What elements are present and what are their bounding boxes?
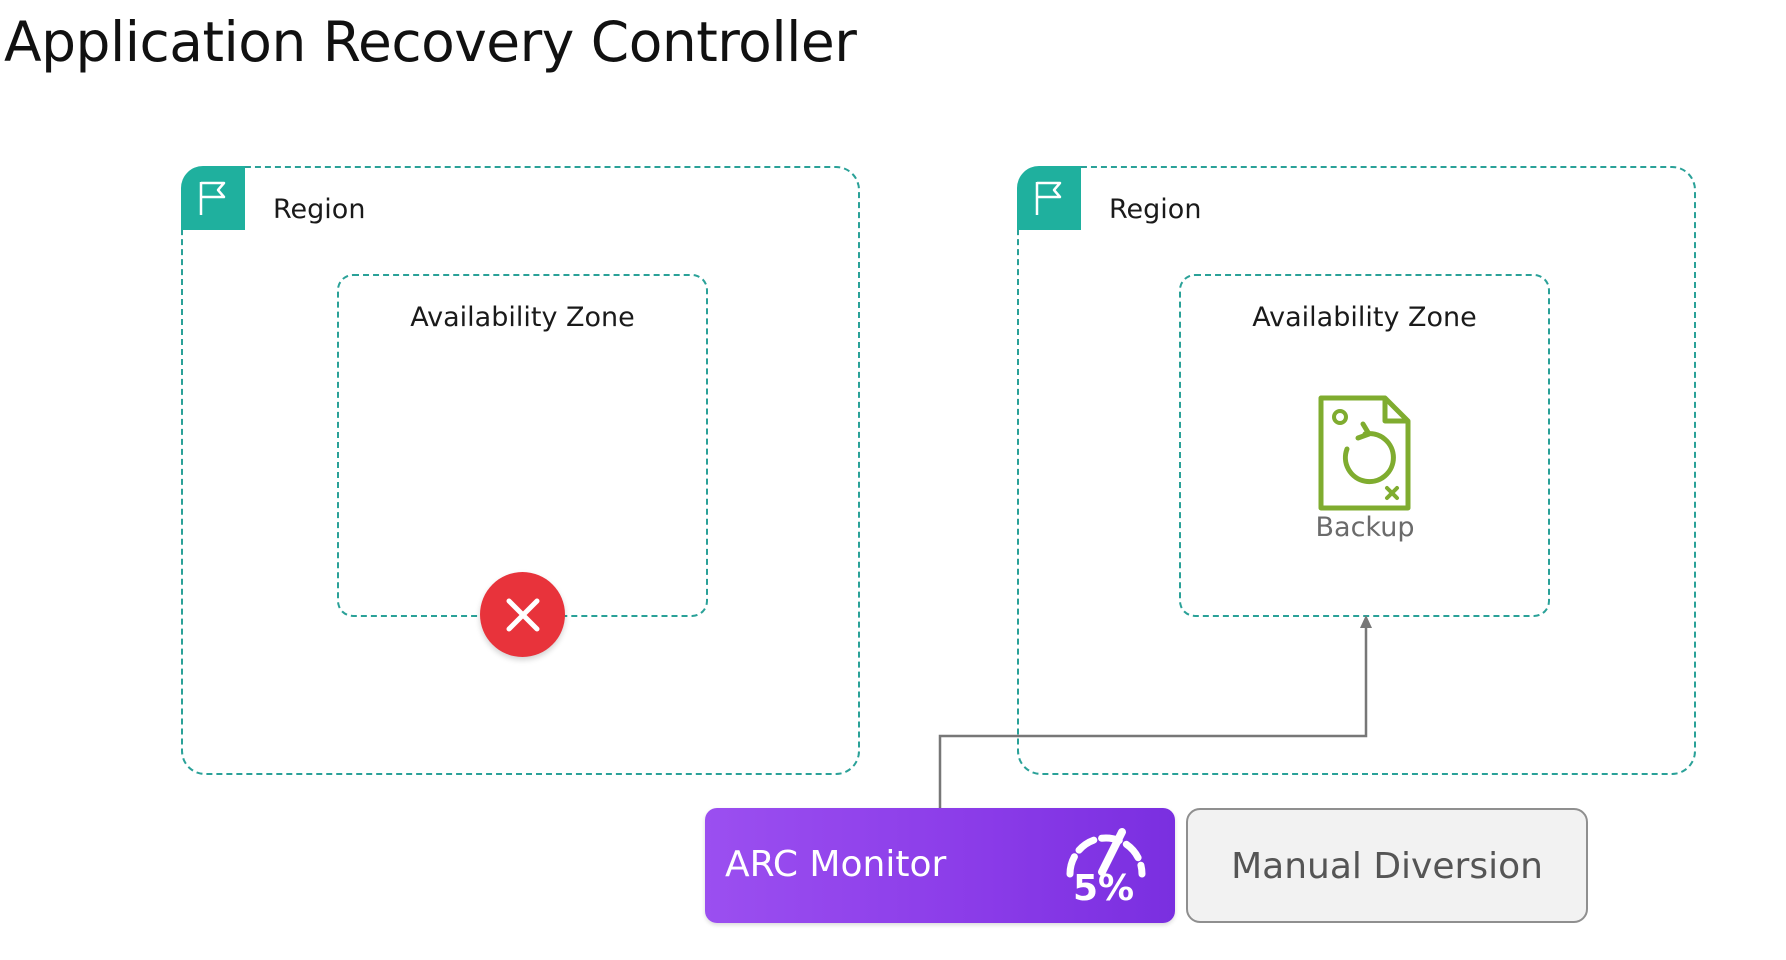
- gauge-percentage: 5%: [1073, 868, 1135, 909]
- availability-zone-label: Availability Zone: [1252, 302, 1477, 333]
- manual-diversion-label: Manual Diversion: [1231, 846, 1543, 887]
- manual-diversion-button[interactable]: Manual Diversion: [1186, 808, 1588, 923]
- availability-zone-label: Availability Zone: [410, 302, 635, 333]
- speedometer-gauge-icon: [1066, 828, 1146, 878]
- region-flag-icon: [1017, 166, 1081, 230]
- backup-file-icon: [1318, 395, 1411, 511]
- region-label: Region: [1109, 194, 1202, 225]
- arc-monitor-button[interactable]: ARC Monitor 5%: [705, 808, 1175, 923]
- region-label: Region: [273, 194, 366, 225]
- region-flag-icon: [181, 166, 245, 230]
- arc-monitor-label: ARC Monitor: [725, 844, 947, 885]
- region-container-primary: Region: [181, 166, 860, 775]
- page-title: Application Recovery Controller: [4, 10, 857, 74]
- failure-x-icon: [480, 572, 565, 657]
- availability-zone-primary: Availability Zone: [337, 274, 708, 617]
- backup-label: Backup: [1315, 512, 1415, 543]
